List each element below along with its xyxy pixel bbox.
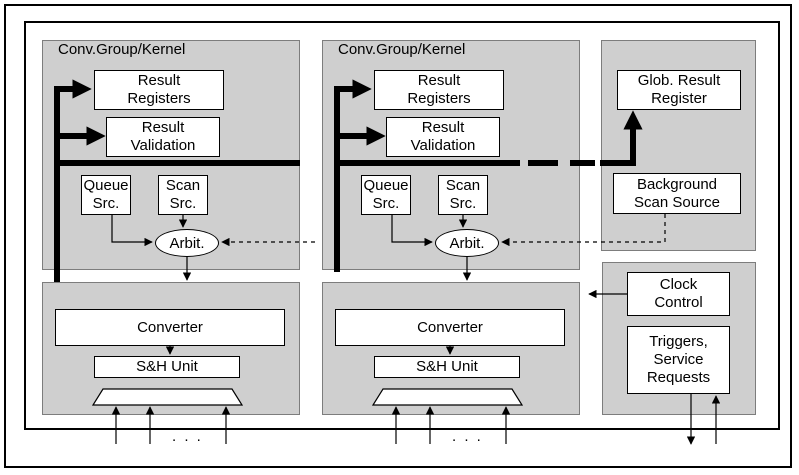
clock-control: Clock Control	[627, 272, 730, 316]
mux-left	[91, 388, 244, 406]
background-scan-source: Background Scan Source	[613, 173, 741, 214]
queue-src-right: Queue Src.	[361, 175, 411, 215]
input-arrows	[111, 406, 511, 444]
kernel-left-title: Conv.Group/Kernel	[58, 41, 186, 58]
sh-unit-left: S&H Unit	[94, 356, 240, 378]
scan-src-right: Scan Src.	[438, 175, 488, 215]
arbiter-right: Arbit.	[435, 229, 499, 257]
kernel-right-title: Conv.Group/Kernel	[338, 41, 466, 58]
triggers-service-requests: Triggers, Service Requests	[627, 326, 730, 394]
arbiter-left: Arbit.	[155, 229, 219, 257]
arbiter-wires-right	[391, 214, 666, 355]
result-validation-right: Result Validation	[386, 117, 500, 157]
result-bus-right	[334, 79, 643, 272]
scan-src-left: Scan Src.	[158, 175, 208, 215]
input-dots-left: . . .	[172, 428, 203, 445]
glob-result-register: Glob. Result Register	[617, 70, 741, 110]
sh-unit-right: S&H Unit	[374, 356, 520, 378]
result-registers-right: Result Registers	[374, 70, 504, 110]
arbiter-wires-left	[111, 215, 315, 355]
converter-left: Converter	[55, 309, 285, 346]
result-bus-left	[54, 79, 300, 282]
mux-right	[371, 388, 524, 406]
trigger-arrows	[686, 394, 721, 445]
queue-src-left: Queue Src.	[81, 175, 131, 215]
input-dots-right: . . .	[452, 428, 483, 445]
converter-right: Converter	[335, 309, 565, 346]
result-registers-left: Result Registers	[94, 70, 224, 110]
result-validation-left: Result Validation	[106, 117, 220, 157]
